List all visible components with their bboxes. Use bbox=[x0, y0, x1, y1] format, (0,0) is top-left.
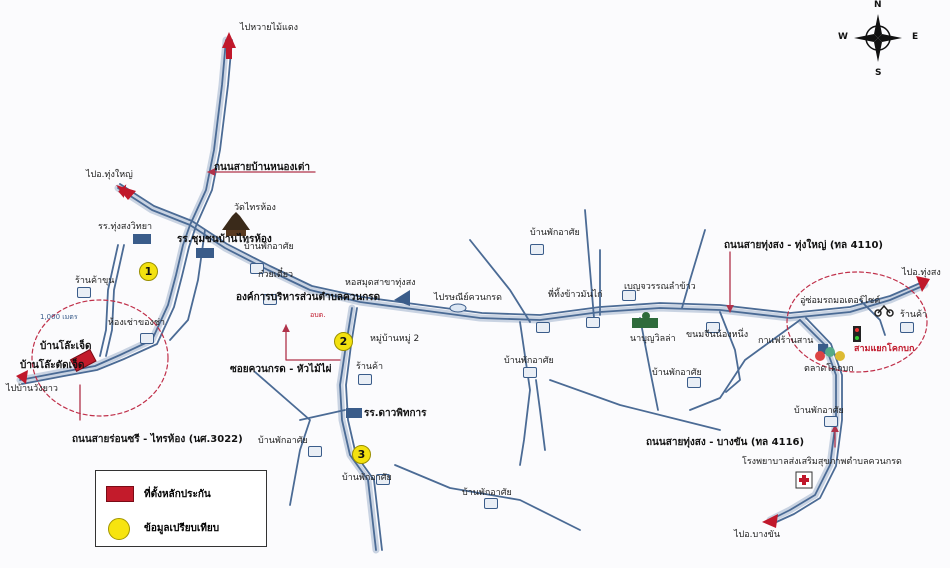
road-thung-song-thung-yai bbox=[117, 187, 926, 321]
label-homestay-d: บ้านพักอาศัย bbox=[462, 488, 512, 498]
label-school-thung-song: รร.ทุ่งสงวิทยา bbox=[98, 222, 153, 232]
label-school-dao: รร.ดาวพิทการ bbox=[364, 408, 427, 419]
museum-icon bbox=[394, 290, 410, 306]
label-noodles: ก๋วยเตี๋ยว bbox=[258, 270, 294, 280]
arrow-west bbox=[16, 370, 28, 384]
plant-icon bbox=[632, 312, 658, 328]
shop-icon bbox=[358, 374, 372, 385]
label-to-huai-mai-daeng: ไปหวายไม้แดง bbox=[240, 23, 299, 33]
subject-area-circle bbox=[31, 299, 169, 417]
label-shop-right: ร้านค้า bbox=[900, 310, 928, 320]
label-market: ตลาดโคกบก bbox=[804, 364, 854, 374]
gas-station-icon bbox=[818, 344, 828, 354]
label-ban-lo-tat-chet: บ้านโล๊ะตัดเจ็ด bbox=[20, 360, 85, 371]
house-icon bbox=[536, 322, 550, 333]
house-icon bbox=[77, 287, 91, 298]
label-hospital: โรงพยาบาลส่งเสริมสุขภาพตำบลควนกรด bbox=[742, 457, 902, 467]
house-icon bbox=[140, 333, 154, 344]
compass-e: E bbox=[912, 32, 919, 42]
label-khanom-jin: ขนมจีนน้องหนึ่ง bbox=[686, 330, 749, 340]
shop-icon bbox=[900, 322, 914, 333]
label-to-bang-khan: ไปอ.บางขัน bbox=[734, 530, 780, 540]
arrow-southwest bbox=[762, 514, 778, 528]
legend-comparable-label: ข้อมูลเปรียบเทียบ bbox=[144, 523, 220, 534]
label-ban-lo-chet: บ้านโล๊ะเจ็ด bbox=[40, 341, 92, 352]
market-icon bbox=[815, 347, 845, 361]
label-benjawan: เบญจวรรณลำข้าว bbox=[624, 282, 696, 292]
house-icon bbox=[824, 416, 838, 427]
shop-icon bbox=[263, 294, 277, 305]
arrow-north bbox=[222, 32, 236, 48]
legend-subject-swatch bbox=[106, 486, 134, 502]
label-post-office: ไปรษณีย์ควนกรด bbox=[434, 293, 502, 303]
legend-comparable-swatch bbox=[108, 518, 130, 540]
label-khok-bok-junction: สามแยกโคกบก bbox=[854, 344, 915, 354]
compass-w: W bbox=[838, 32, 848, 42]
label-village-2: หมู่บ้านหมู่ 2 bbox=[370, 334, 420, 344]
label-homestay-c: บ้านพักอาศัย bbox=[342, 473, 392, 483]
label-scale: 1,000 เมตร bbox=[40, 313, 78, 321]
label-road-khuan-krot: ซอยควนกรด - หัวไม้ไผ่ bbox=[230, 364, 332, 375]
traffic-light-icon bbox=[853, 326, 861, 342]
comparable-marker-1[interactable]: 1 bbox=[139, 262, 158, 281]
label-homestay-a: บ้านพักอาศัย bbox=[244, 242, 294, 252]
motorcycle-icon bbox=[874, 304, 894, 317]
hospital-icon bbox=[795, 471, 813, 489]
label-wat-chai-horng: วัดไทรห้อง bbox=[234, 203, 276, 213]
label-homestay-e: บ้านพักอาศัย bbox=[504, 356, 554, 366]
label-naboon-villa: นาบุญวิลล่า bbox=[630, 334, 676, 344]
house-icon bbox=[484, 498, 498, 509]
house-icon bbox=[586, 317, 600, 328]
arrow-east bbox=[916, 276, 930, 292]
post-office-icon bbox=[449, 303, 467, 313]
label-homestay-top: บ้านพักอาศัย bbox=[530, 228, 580, 238]
label-chicken-rice: พี่ทิ้งข้าวมันไก่ bbox=[548, 290, 603, 300]
house-icon bbox=[622, 290, 636, 301]
label-homestay-b: บ้านพักอาศัย bbox=[258, 436, 308, 446]
label-museum: หอสมุดสาขาทุ่งสง bbox=[345, 278, 416, 288]
comparable-marker-2[interactable]: 2 bbox=[334, 332, 353, 351]
compass-n: N bbox=[874, 0, 882, 10]
label-shop-row: ห้องเช่าของช่า bbox=[108, 318, 166, 328]
label-road-thungsong-bangkhan: ถนนสายทุ่งสง - บางขัน (ทล 4116) bbox=[646, 437, 805, 448]
temple-icon bbox=[222, 212, 250, 236]
house-icon bbox=[308, 446, 322, 457]
house-icon bbox=[530, 244, 544, 255]
label-to-thung-song: ไปอ.ทุ่งสง bbox=[902, 268, 941, 278]
comparable-marker-3[interactable]: 3 bbox=[352, 445, 371, 464]
map-legend: ที่ตั้งหลักประกัน ข้อมูลเปรียบเทียบ bbox=[95, 470, 267, 547]
label-grocery: ร้านค้าขุน bbox=[75, 276, 115, 286]
label-coffee: กาแฟร้านสาน bbox=[758, 336, 814, 346]
subject-property-marker bbox=[69, 348, 97, 373]
label-school-sai-horng: รร.ชุมชนบ้านไทรห้อง bbox=[177, 234, 272, 245]
school-icon bbox=[133, 234, 362, 418]
label-homestay-g: บ้านพักอาศัย bbox=[794, 406, 844, 416]
label-rice-shop: ร้านค้า bbox=[356, 362, 384, 372]
arrow-northwest bbox=[116, 185, 136, 200]
label-motorcycle-repair: อู่ซ่อมรถมอเตอร์ไซค์ bbox=[800, 296, 881, 306]
label-to-thung-yai: ไปอ.ทุ่งใหญ่ bbox=[86, 170, 133, 180]
label-homestay-f: บ้านพักอาศัย bbox=[652, 368, 702, 378]
label-tao-plaque: อบต. bbox=[310, 311, 326, 319]
road-main-north bbox=[19, 39, 227, 381]
shop-icon bbox=[706, 322, 720, 333]
legend-subject-label: ที่ตั้งหลักประกัน bbox=[144, 489, 211, 500]
label-road-ban-nong-tao: ถนนสายบ้านหนองเต่า bbox=[214, 162, 310, 173]
house-icon bbox=[523, 367, 537, 378]
compass-icon: N S E W bbox=[836, 0, 920, 78]
house-icon bbox=[250, 263, 264, 274]
intersection-area-circle bbox=[786, 271, 928, 373]
house-icon bbox=[687, 377, 701, 388]
label-to-ban-wang-yao: ไปบ้านวังยาว bbox=[6, 384, 58, 394]
label-tao: องค์การบริหารส่วนตำบลควนกรด bbox=[236, 292, 381, 303]
label-road-ronsri: ถนนสายร่อนซรี - ไทรห้อง (นศ.3022) bbox=[72, 434, 243, 445]
house-icon bbox=[376, 474, 390, 485]
label-road-thungsong-thungyai: ถนนสายทุ่งสง - ทุ่งใหญ่ (ทล 4110) bbox=[724, 240, 884, 251]
compass-s: S bbox=[875, 68, 882, 78]
